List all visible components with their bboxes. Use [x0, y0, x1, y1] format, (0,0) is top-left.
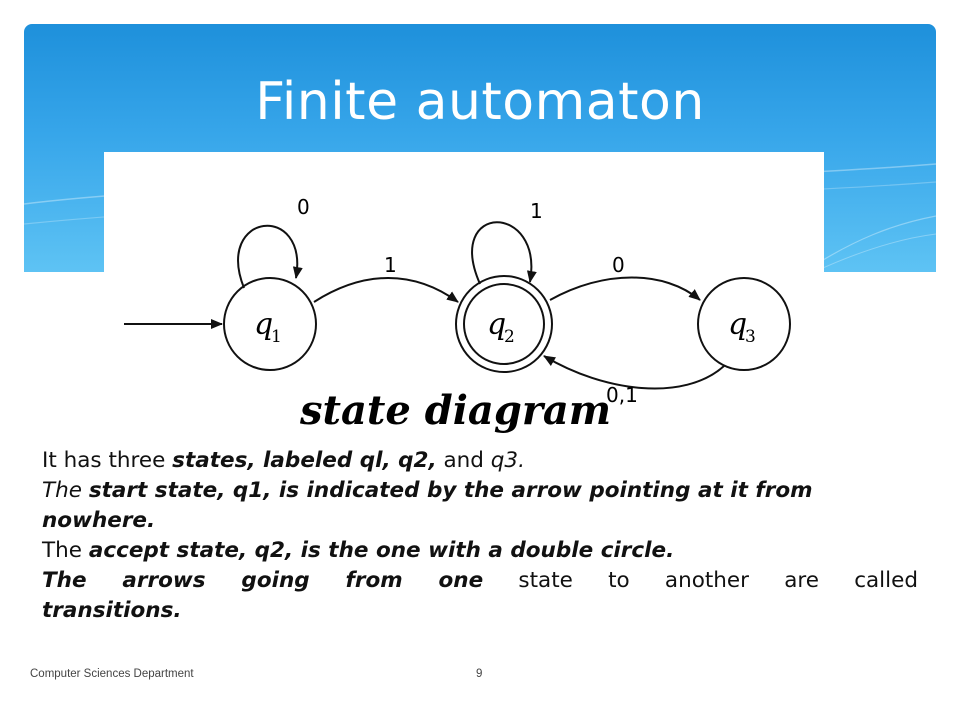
- state-q1: q 1: [223, 277, 317, 371]
- transition-q1-q2: [313, 277, 459, 303]
- state-q3-label: q: [728, 307, 747, 342]
- text-segment: It has three: [42, 448, 173, 473]
- text-segment: state to another are called: [483, 568, 919, 593]
- body-text: It has three states, labeled ql, q2, and…: [42, 446, 918, 626]
- paragraph-start-state: The start state, q1, is indicated by the…: [42, 476, 918, 536]
- emphasis-segment: The: [42, 478, 89, 503]
- page-title: Finite automaton: [255, 72, 705, 132]
- emphasis-segment: q3.: [490, 448, 525, 473]
- transition-q2-q2-label: 1: [530, 199, 543, 223]
- state-diagram-panel: q 1 q 2 q 3 0 1 1 0 0,1 sta: [104, 152, 824, 442]
- text-segment: The: [42, 538, 89, 563]
- state-q2-label: q: [487, 307, 506, 342]
- emphasis-segment: accept state, q2, is the one with a doub…: [88, 538, 675, 563]
- emphasis-segment: The arrows going from one: [42, 568, 484, 593]
- transition-q2-q3: [549, 276, 701, 301]
- emphasis-segment: states, labeled ql, q2,: [172, 448, 437, 473]
- text-segment: and: [436, 448, 491, 473]
- paragraph-accept-state: The accept state, q2, is the one with a …: [42, 536, 918, 566]
- transition-q1-q1: [237, 224, 303, 289]
- transition-q2-q2: [471, 221, 537, 285]
- emphasis-segment: transitions.: [42, 598, 182, 623]
- paragraph-transitions-cont: transitions.: [42, 596, 918, 626]
- transition-q2-q3-label: 0: [612, 253, 625, 277]
- transition-q3-q2: [543, 355, 725, 390]
- state-q2: q 2: [455, 275, 553, 373]
- state-q3-subscript: 3: [745, 327, 756, 347]
- emphasis-segment: start state, q1, is indicated by the arr…: [42, 478, 813, 533]
- state-diagram: q 1 q 2 q 3 0 1 1 0 0,1 sta: [124, 195, 791, 434]
- state-q1-subscript: 1: [271, 327, 282, 347]
- transition-q1-q1-label: 0: [297, 195, 310, 219]
- state-q3: q 3: [697, 277, 791, 371]
- state-q2-subscript: 2: [504, 327, 515, 347]
- transition-q3-q2-label: 0,1: [606, 383, 638, 407]
- page-number: 9: [476, 668, 483, 680]
- state-q1-label: q: [254, 307, 273, 342]
- transition-q1-q2-label: 1: [384, 253, 397, 277]
- paragraph-transitions: The arrows going from one state to anoth…: [42, 566, 918, 596]
- diagram-caption: state diagram: [299, 387, 611, 434]
- footer-department: Computer Sciences Department: [30, 668, 194, 680]
- paragraph-states: It has three states, labeled ql, q2, and…: [42, 446, 918, 476]
